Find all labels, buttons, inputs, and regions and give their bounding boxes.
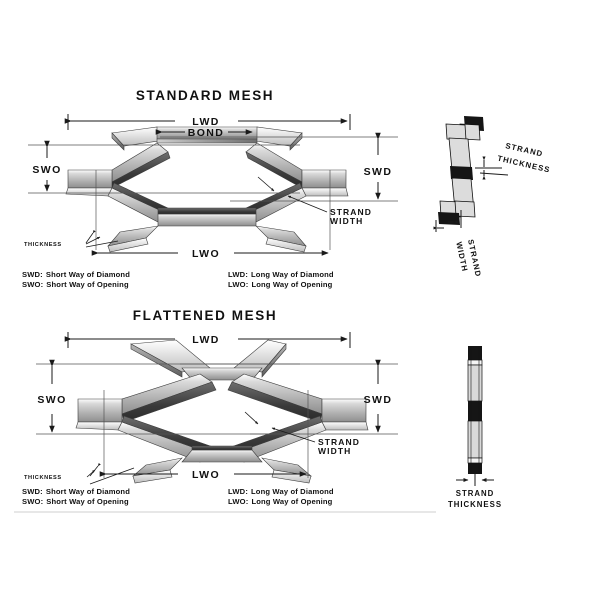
legend-text-swo-flat: Short Way of Opening xyxy=(46,497,129,506)
flat-sec-mid-dark xyxy=(468,401,482,421)
dim-label-lwd-flattened: LWD xyxy=(192,334,220,346)
step-mid-face xyxy=(448,137,472,172)
legend-text-lwo-flat: Long Way of Opening xyxy=(251,497,332,506)
flat-detail-label-line1: STRAND xyxy=(456,489,495,498)
legend-flattened: SWD:Short Way of Diamond SWO:Short Way o… xyxy=(22,487,334,506)
legend-text-swd: Short Way of Diamond xyxy=(46,270,130,279)
legend-abbr-swd-flat: SWD: xyxy=(22,487,43,496)
flat-sec-gap-1 xyxy=(467,359,483,366)
callout-strandwidth-flattened: STRAND WIDTH xyxy=(244,411,360,456)
dim-swd-flattened: SWD xyxy=(180,359,398,435)
callout-label-strandwidth-flattened-line1: STRAND xyxy=(318,437,360,447)
bond-bottom-band xyxy=(157,213,257,227)
legend-text-swd-flat: Short Way of Diamond xyxy=(46,487,130,496)
legend-abbr-lwd: LWD: xyxy=(228,270,248,279)
bond-bottom-band-shadow xyxy=(157,207,257,215)
legend-text-lwd-flat: Long Way of Diamond xyxy=(251,487,334,496)
dim-label-swo-standard: SWO xyxy=(32,164,61,176)
detail-flattened-section: STRAND THICKNESS xyxy=(448,346,502,509)
callout-label-thickness-flattened: THICKNESS xyxy=(24,475,62,481)
dim-label-lwd-standard: LWD xyxy=(192,116,220,128)
legend-abbr-swd: SWD: xyxy=(22,270,43,279)
knuckle-right-mid xyxy=(301,169,347,189)
dim-swd-standard: SWD xyxy=(160,132,398,202)
callout-label-strandwidth-standard-line1: STRAND xyxy=(330,207,372,217)
legend-text-lwo: Long Way of Opening xyxy=(251,280,332,289)
legend-abbr-lwd-flat: LWD: xyxy=(228,487,248,496)
callout-thickness-flattened: THICKNESS xyxy=(24,462,135,485)
flattened-mesh-graphic xyxy=(75,339,369,484)
callout-label-thickness-standard: THICKNESS xyxy=(24,242,62,248)
dim-label-swo-flattened: SWO xyxy=(37,394,66,406)
step-bottom-dark xyxy=(438,212,460,225)
dim-lwo-standard: LWO xyxy=(91,170,331,260)
dim-label-swd-flattened: SWD xyxy=(364,394,393,406)
panel-title-flattened: FLATTENED MESH xyxy=(133,308,277,323)
flat-knuckle-left xyxy=(77,398,123,423)
legend-row-1-flat: SWO:Short Way of Opening xyxy=(22,497,129,506)
flat-sec-bottom-dark xyxy=(468,463,482,474)
flat-section-shape xyxy=(467,346,483,474)
legend-row-0: SWD:Short Way of Diamond xyxy=(22,270,130,279)
legend-row-2-flat: LWD:Long Way of Diamond xyxy=(228,487,334,496)
legend-row-1: SWO:Short Way of Opening xyxy=(22,280,129,289)
legend-row-2: LWD:Long Way of Diamond xyxy=(228,270,334,279)
knuckle-left-mid xyxy=(67,169,113,189)
dim-swo-standard: SWO xyxy=(28,140,300,194)
dim-lwd-flattened: LWD xyxy=(64,332,351,348)
callout-strandwidth-standard: STRAND WIDTH xyxy=(257,176,372,226)
dim-label-lwo-standard: LWO xyxy=(192,248,220,260)
flat-knuckle-right xyxy=(321,398,367,423)
knuckle-right-mid-lip xyxy=(301,187,349,197)
panel-standard-mesh: STANDARD MESH xyxy=(22,88,398,289)
legend-text-lwd: Long Way of Diamond xyxy=(251,270,334,279)
flat-arm-top-right-edge xyxy=(261,343,287,378)
legend-row-0-flat: SWD:Short Way of Diamond xyxy=(22,487,130,496)
legend-abbr-swo: SWO: xyxy=(22,280,43,289)
legend-text-swo: Short Way of Opening xyxy=(46,280,129,289)
callout-label-strandwidth-flattened-line2: WIDTH xyxy=(318,446,351,456)
legend-abbr-lwo: LWO: xyxy=(228,280,248,289)
dim-lwo-flattened: LWO xyxy=(99,390,309,481)
legend-abbr-lwo-flat: LWO: xyxy=(228,497,248,506)
flat-bottom-knuckle xyxy=(181,449,263,463)
flat-arm-bottom-right-lip xyxy=(271,469,312,484)
strand-lower-left-outer-lip xyxy=(107,237,149,253)
dim-label-swd-standard: SWD xyxy=(364,166,393,178)
panel-flattened-mesh: FLATTENED MESH xyxy=(14,308,436,513)
legend-abbr-swo-flat: SWO: xyxy=(22,497,43,506)
detail-width-tick xyxy=(433,210,462,232)
legend-row-3-flat: LWO:Long Way of Opening xyxy=(228,497,333,506)
strand-upper-left-outer-edge xyxy=(111,132,125,151)
flat-knuckle-right-lip xyxy=(321,421,369,431)
flat-detail-label-line2: THICKNESS xyxy=(448,500,502,509)
detail-thickness-tick xyxy=(475,156,509,180)
bond-top-band-edge xyxy=(156,138,258,144)
step-bottom-face-2 xyxy=(454,200,476,218)
dim-bond-standard: BOND xyxy=(155,127,253,139)
dim-label-lwo-flattened: LWO xyxy=(192,469,220,481)
strand-lower-right-outer-lip xyxy=(265,237,307,253)
flat-sec-face-2 xyxy=(467,420,483,459)
dim-lwd-standard: LWD xyxy=(64,114,351,130)
flat-sec-gap-2 xyxy=(467,457,483,464)
flat-arm-bottom-left-lip xyxy=(132,469,173,484)
flat-detail-thickness-tick xyxy=(456,474,494,486)
step-mid-dark xyxy=(450,166,473,180)
flat-sec-top-dark xyxy=(468,346,482,360)
flat-arm-top-left-edge xyxy=(130,343,183,378)
flat-sec-face-1 xyxy=(467,364,483,402)
panel-title-standard: STANDARD MESH xyxy=(136,88,274,103)
callout-thickness-standard: THICKNESS xyxy=(24,229,119,248)
stepped-section-shape xyxy=(438,116,484,225)
callout-label-strandwidth-standard-line2: WIDTH xyxy=(330,216,363,226)
legend-row-3: LWO:Long Way of Opening xyxy=(228,280,333,289)
legend-standard: SWD:Short Way of Diamond SWO:Short Way o… xyxy=(22,270,334,289)
dim-label-bond: BOND xyxy=(188,127,225,139)
flat-bottom-knuckle-shadow xyxy=(191,445,253,451)
